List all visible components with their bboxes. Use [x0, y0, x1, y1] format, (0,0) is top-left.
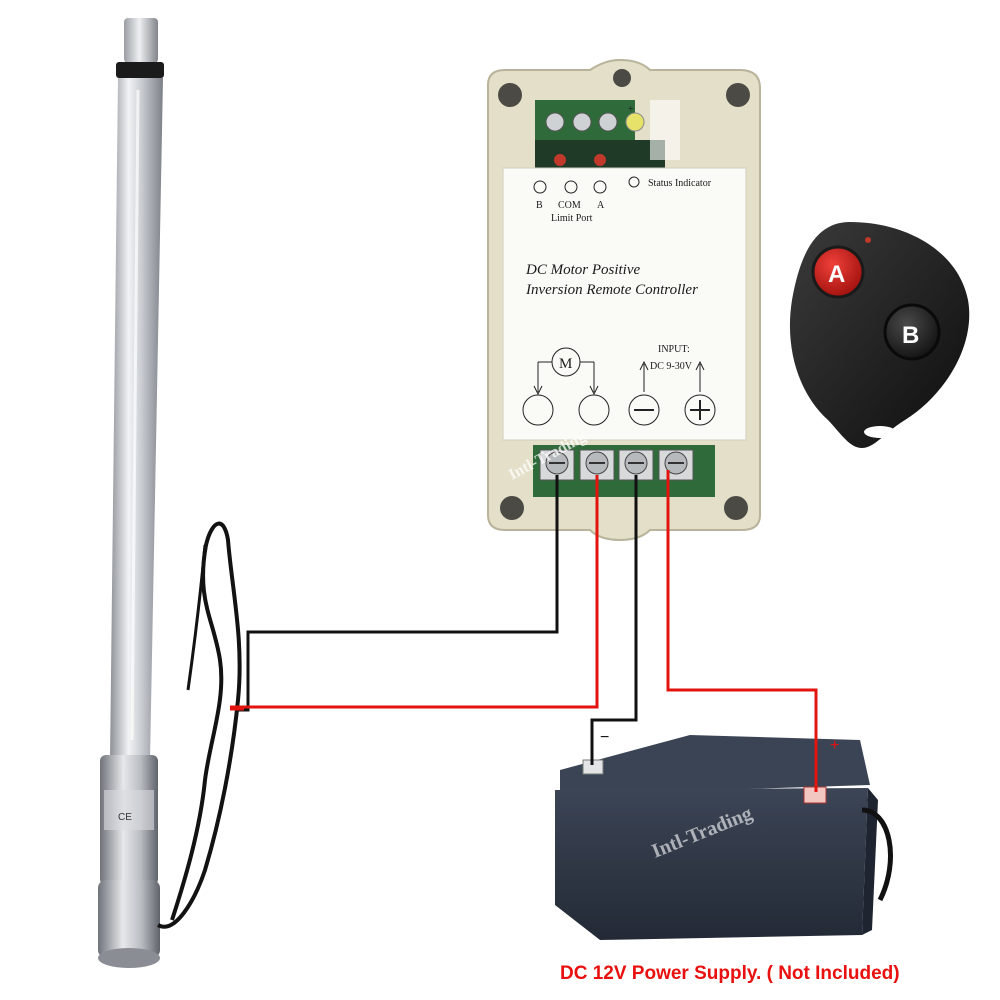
input-label: INPUT: [658, 344, 690, 355]
remote-body [789, 222, 970, 448]
wire-battery-negative [590, 475, 638, 765]
pcb-plus-label: + [628, 104, 634, 115]
actuator-collar [116, 62, 164, 78]
battery-top [560, 735, 870, 795]
motor-symbol-letter: M [559, 356, 572, 372]
controller-box: + Status Indicator B COM A Limit Port DC… [487, 58, 761, 542]
battery-minus-label: − [600, 729, 609, 746]
remote-button-a-label: A [828, 261, 845, 288]
remote-led [865, 237, 871, 243]
controller-label-panel [502, 167, 747, 441]
remote-control: A B [789, 222, 970, 448]
remote-button-b[interactable] [883, 303, 941, 361]
remote-button-a[interactable] [811, 245, 865, 299]
limit-port-label: Limit Port [551, 213, 593, 224]
limit-b-label: B [536, 200, 543, 211]
input-minus-symbol [628, 394, 660, 426]
mount-hole-top-left [498, 83, 522, 107]
actuator-rod-tip [124, 18, 158, 63]
battery-body [555, 788, 868, 940]
controller-title-line2: Inversion Remote Controller [525, 282, 698, 298]
actuator-cable [156, 521, 242, 929]
wire-motor-red [240, 475, 599, 709]
battery-plus-label: + [830, 737, 839, 754]
actuator-tube [110, 78, 163, 760]
mount-hole-top-right [726, 83, 750, 107]
limit-a-label: A [597, 200, 605, 211]
battery: − + [555, 729, 893, 940]
remote-keyring-slot [864, 426, 896, 438]
mount-hole-bottom-right [724, 496, 748, 520]
input-plus-symbol [684, 394, 716, 426]
mount-hole-bottom-left [500, 496, 524, 520]
status-indicator-label: Status Indicator [648, 178, 712, 189]
remote-button-b-label: B [902, 322, 919, 349]
controller-title-line1: DC Motor Positive [525, 262, 640, 278]
actuator-end-cap [98, 880, 160, 958]
wire-battery-positive [666, 470, 818, 792]
power-supply-caption: DC 12V Power Supply. ( Not Included) [560, 963, 900, 984]
status-led [625, 112, 645, 132]
input-range-label: DC 9-30V [650, 361, 693, 372]
wiring [230, 470, 818, 792]
svg-text:CE: CE [118, 812, 132, 823]
linear-actuator: CE [98, 18, 242, 968]
limit-com-label: COM [558, 200, 581, 211]
